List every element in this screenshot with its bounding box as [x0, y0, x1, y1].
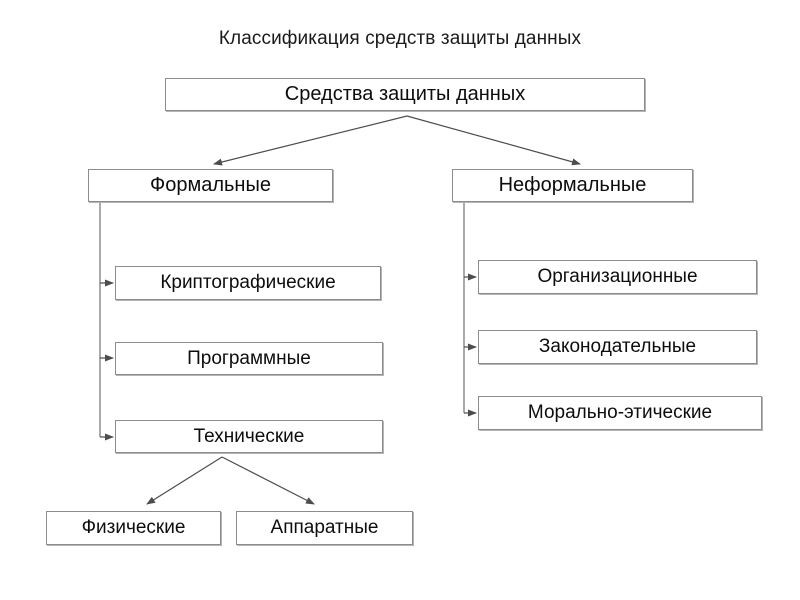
node-software-label: Программные [187, 347, 311, 369]
node-informal-label: Неформальные [498, 174, 647, 196]
node-informal[interactable]: Неформальные [452, 169, 693, 202]
node-technical-label: Технические [193, 425, 305, 447]
node-root-label: Средства защиты данных [284, 83, 526, 105]
page-title: Классификация средств защиты данных [218, 28, 582, 49]
node-cryptographic-label: Криптографические [160, 272, 336, 293]
node-hardware-label: Аппаратные [270, 517, 379, 538]
connector-root-to-informal [406, 115, 581, 166]
node-organizational[interactable]: Организационные [478, 260, 757, 294]
node-moral-ethical-label: Морально-этические [527, 402, 713, 423]
connector-technical-to-hardware [221, 456, 315, 505]
node-legislative[interactable]: Законодательные [478, 330, 757, 364]
connector-technical-to-physical [146, 456, 223, 505]
node-legislative-label: Законодательные [538, 336, 697, 357]
node-physical-label: Физические [81, 517, 186, 538]
node-moral-ethical[interactable]: Морально-этические [478, 396, 762, 430]
node-physical[interactable]: Физические [46, 511, 221, 545]
node-cryptographic[interactable]: Криптографические [115, 266, 381, 300]
node-formal[interactable]: Формальные [88, 169, 333, 202]
node-formal-label: Формальные [150, 174, 271, 196]
connector-root-to-formal [213, 115, 408, 166]
node-hardware[interactable]: Аппаратные [236, 511, 413, 545]
node-software[interactable]: Программные [115, 342, 383, 375]
node-technical[interactable]: Технические [115, 420, 383, 453]
node-organizational-label: Организационные [537, 266, 698, 287]
node-root[interactable]: Средства защиты данных [165, 78, 645, 111]
